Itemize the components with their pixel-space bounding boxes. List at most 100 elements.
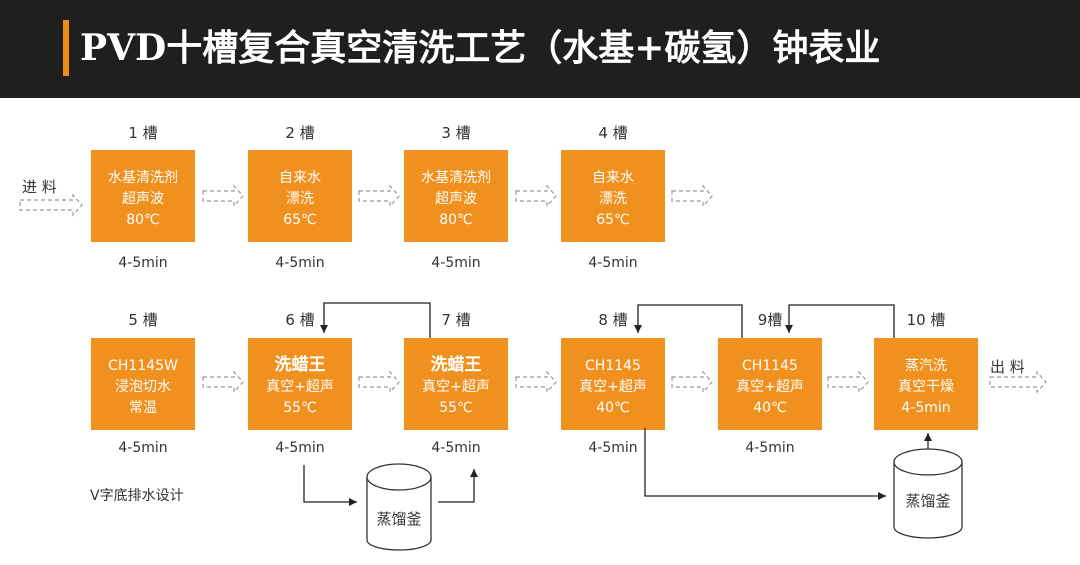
distiller-1: 蒸馏釜 <box>366 463 432 551</box>
outlet-label: 出 料 <box>990 358 1025 376</box>
tank-10-line-3: 4-5min <box>901 400 950 416</box>
tank-4-number: 4 槽 <box>598 124 627 142</box>
tank-9-line-2: 真空+超声 <box>736 379 804 395</box>
distiller-2-body <box>893 462 963 539</box>
tank-9-box <box>718 338 822 430</box>
tank-2-number: 2 槽 <box>285 124 314 142</box>
tank-6-time: 4-5min <box>275 440 324 456</box>
tank-2-line-1: 自来水 <box>279 170 321 186</box>
tank-8-line-1: CH1145 <box>585 358 641 374</box>
return-line-10-to-9 <box>785 304 895 338</box>
tank-6-number: 6 槽 <box>285 311 314 329</box>
tank-9-time: 4-5min <box>745 440 794 456</box>
tank-8: 8 槽 CH1145 真空+超声 40℃ 4-5min <box>561 311 665 456</box>
tank-4-time: 4-5min <box>588 255 637 271</box>
flow-arrow-3-4 <box>515 184 557 208</box>
return-line-9-to-8 <box>634 304 743 338</box>
tank-5-number: 5 槽 <box>128 311 157 329</box>
flow-arrow-outlet <box>989 370 1047 394</box>
tank-5-box <box>91 338 195 430</box>
tank-7-line-2: 真空+超声 <box>422 379 490 395</box>
tank-8-number: 8 槽 <box>598 311 627 329</box>
tank-1-line-1: 水基清洗剂 <box>108 169 178 186</box>
tank-10-line-2: 真空干燥 <box>898 379 954 395</box>
tank-2-time: 4-5min <box>275 255 324 271</box>
tank-8-line-2: 真空+超声 <box>579 379 647 395</box>
flow-arrow-inlet <box>19 193 83 217</box>
line-8-to-distiller-2 <box>644 428 886 500</box>
tank-3-line-3: 80℃ <box>439 212 473 228</box>
tank-2-line-2: 漂洗 <box>286 191 314 207</box>
tank-1-number: 1 槽 <box>128 124 157 142</box>
tank-10-number: 10 槽 <box>907 311 946 329</box>
tank-1-line-2: 超声波 <box>122 191 164 207</box>
tank-6-line-3: 55℃ <box>283 400 317 416</box>
tank-4-line-3: 65℃ <box>596 212 630 228</box>
tank-3-line-2: 超声波 <box>435 191 477 207</box>
flow-arrow-8-9 <box>671 370 713 394</box>
tank-1-box <box>91 150 195 242</box>
tank-5-line-1: CH1145W <box>108 358 178 374</box>
tank-3-box <box>404 150 508 242</box>
tank-7-number: 7 槽 <box>441 311 470 329</box>
tank-6-box <box>248 338 352 430</box>
tank-9-line-3: 40℃ <box>753 400 787 416</box>
note-v-bottom-drain: V字底排水设计 <box>90 488 184 504</box>
tank-10-box <box>874 338 978 430</box>
tank-5-line-3: 常温 <box>129 400 157 416</box>
tank-9: 9槽 CH1145 真空+超声 40℃ 4-5min <box>718 311 822 456</box>
title-bar: PVD十槽复合真空清洗工艺（水基+碳氢）钟表业 <box>0 0 1080 98</box>
tank-3-line-1: 水基清洗剂 <box>421 169 491 186</box>
flow-arrow-7-8 <box>515 370 557 394</box>
flow-arrow-6-7 <box>358 370 400 394</box>
distiller-1-top <box>366 463 432 491</box>
tank-7-box <box>404 338 508 430</box>
distiller-2: 蒸馏釜 <box>893 448 963 539</box>
flow-arrow-4-out <box>671 184 713 208</box>
tank-5-time: 4-5min <box>118 440 167 456</box>
flow-arrow-9-10 <box>827 370 869 394</box>
tank-1-line-3: 80℃ <box>126 212 160 228</box>
tank-7-time: 4-5min <box>431 440 480 456</box>
flow-arrow-2-3 <box>358 184 400 208</box>
flow-arrows <box>19 184 1047 394</box>
page-title: PVD十槽复合真空清洗工艺（水基+碳氢）钟表业 <box>80 27 881 69</box>
tank-3-time: 4-5min <box>431 255 480 271</box>
tank-6-line-1: 洗蜡王 <box>275 354 326 375</box>
distiller-1-label: 蒸馏釜 <box>376 510 421 528</box>
flow-arrow-5-6 <box>202 370 244 394</box>
tank-2-box <box>248 150 352 242</box>
tank-7-line-3: 55℃ <box>439 400 473 416</box>
tank-8-line-3: 40℃ <box>596 400 630 416</box>
tank-5-line-2: 浸泡切水 <box>115 379 171 395</box>
line-distiller-1-to-7 <box>438 469 478 503</box>
tank-10-line-1: 蒸汽洗 <box>905 358 947 374</box>
title-accent-bar <box>63 20 69 76</box>
tank-4-line-1: 自来水 <box>592 170 634 186</box>
distiller-2-top <box>893 448 963 476</box>
tank-4-box <box>561 150 665 242</box>
return-line-7-to-6 <box>320 302 431 338</box>
tank-8-time: 4-5min <box>588 440 637 456</box>
tank-4-line-2: 漂洗 <box>599 191 627 207</box>
tank-8-box <box>561 338 665 430</box>
tank-1-time: 4-5min <box>118 255 167 271</box>
tank-7-line-1: 洗蜡王 <box>431 354 482 375</box>
line-6-to-distiller-1 <box>303 465 357 506</box>
tank-9-number: 9槽 <box>758 311 783 329</box>
distiller-1-body <box>366 477 432 551</box>
flow-arrow-1-2 <box>202 184 244 208</box>
tank-3-number: 3 槽 <box>441 124 470 142</box>
tank-9-line-1: CH1145 <box>742 358 798 374</box>
